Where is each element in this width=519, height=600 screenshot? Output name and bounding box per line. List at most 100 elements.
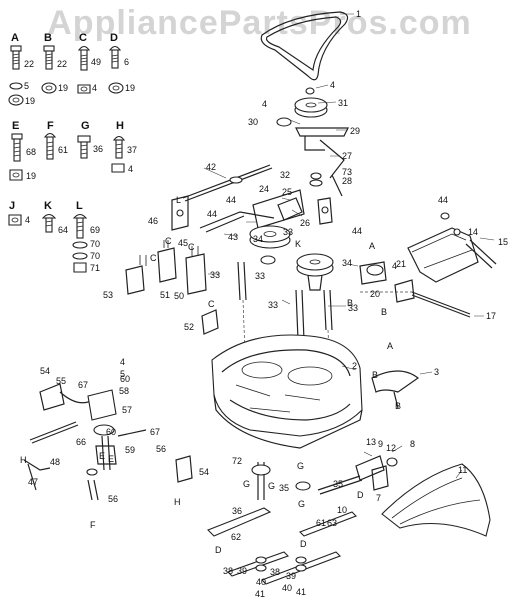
callout-number: 67 — [150, 427, 161, 437]
callout-number: 8 — [410, 439, 416, 449]
reference-letter: H — [174, 497, 181, 507]
callout-number: 26 — [300, 218, 311, 228]
callout-number: 5 — [120, 369, 126, 379]
callout-number: 54 — [40, 366, 51, 376]
hardware-letter-e: E — [12, 120, 20, 132]
callout-number: 4 — [262, 99, 268, 109]
callout-number: 66 — [76, 437, 87, 447]
callout-number: 60 — [120, 374, 131, 384]
hardware-letter-a: A — [11, 32, 19, 44]
callout-number: 36 — [232, 506, 243, 516]
reference-letter: G — [268, 481, 276, 491]
callout-number: 61 — [316, 518, 327, 528]
callout-number: 54 — [199, 467, 210, 477]
callout-number: 72 — [232, 456, 243, 466]
callout-number: 47 — [28, 477, 39, 487]
hardware-letter-j: J — [9, 200, 16, 212]
hardware-letter-d: D — [110, 32, 118, 44]
callout-number: 10 — [337, 505, 348, 515]
callout-number: 44 — [207, 209, 218, 219]
mower-deck-drawing — [211, 334, 363, 449]
callout-number: 57 — [122, 405, 133, 415]
callout-number: 44 — [438, 195, 449, 205]
reference-letter: C — [150, 253, 157, 263]
adjustment-rod-drawing — [360, 279, 471, 318]
bolt-icon-c — [77, 45, 91, 94]
part-number: 4 — [92, 83, 98, 93]
leader-lines — [203, 13, 495, 479]
belt-drawing — [260, 11, 349, 81]
callout-number: 58 — [119, 386, 130, 396]
callout-number: 9 — [378, 439, 384, 449]
bolt-icon-b — [41, 45, 57, 94]
callout-number: 63 — [327, 518, 338, 528]
part-number: 70 — [90, 251, 101, 261]
small-bracket-drawing — [125, 240, 219, 335]
reference-letter: C — [165, 236, 172, 246]
callout-number: 40 — [256, 577, 267, 587]
part-number: 36 — [93, 144, 104, 154]
hinge-bracket-drawing — [317, 455, 398, 495]
callout-number: 4 — [120, 357, 126, 367]
chute-deflector-drawing — [407, 212, 497, 283]
bolt-icon-l — [72, 213, 88, 273]
bolt-icon-k — [41, 213, 57, 233]
part-number: 61 — [58, 145, 69, 155]
callout-number: 28 — [342, 176, 353, 186]
callout-number: 56 — [156, 444, 167, 454]
callout-number: 33 — [283, 227, 294, 237]
callout-number: 25 — [282, 187, 293, 197]
part-number: 19 — [125, 83, 136, 93]
handle-drawing — [371, 370, 420, 409]
reference-letter: K — [295, 239, 302, 249]
callout-number: 31 — [338, 98, 349, 108]
callout-number: 42 — [206, 162, 217, 172]
callout-number: 11 — [458, 465, 468, 475]
spindle-pulley-drawing — [296, 253, 387, 291]
callout-number: 4 — [392, 261, 398, 271]
callout-number: 30 — [248, 117, 259, 127]
reference-letter: L — [176, 195, 182, 205]
callout-number: 7 — [376, 493, 382, 503]
callout-number: 39 — [286, 571, 297, 581]
callout-number: 59 — [125, 445, 136, 455]
part-number: 22 — [57, 59, 68, 69]
callout-number: 13 — [366, 437, 377, 447]
callout-number: 40 — [282, 583, 293, 593]
reference-letter: B — [395, 401, 402, 411]
callout-number: 27 — [342, 151, 353, 161]
hardware-letter-b: B — [44, 32, 52, 44]
bolt-icon-f — [43, 132, 57, 160]
hardware-letter-l: L — [76, 200, 83, 212]
pulley-assembly-drawing — [276, 87, 349, 197]
callout-number: 52 — [184, 322, 195, 332]
bolt-icon-g — [77, 135, 91, 159]
callout-number: 17 — [486, 311, 497, 321]
reference-letter: B — [347, 298, 354, 308]
callout-number: 73 — [342, 167, 353, 177]
bolt-icon-a — [8, 45, 24, 106]
reference-letter: G — [297, 461, 305, 471]
reference-letter: G — [298, 499, 306, 509]
part-number: 4 — [128, 164, 134, 174]
rod-drawing — [182, 164, 273, 202]
callout-number: 39 — [237, 566, 248, 576]
part-number: 19 — [26, 171, 37, 181]
callout-number: 24 — [259, 184, 270, 194]
reference-letter: B — [381, 307, 388, 317]
lift-linkage-drawing — [23, 383, 193, 501]
callout-number: 43 — [228, 232, 239, 242]
reference-letter: A — [369, 241, 376, 251]
callout-number: 48 — [50, 457, 61, 467]
callout-number: 15 — [498, 237, 509, 247]
callout-number: 33 — [348, 303, 359, 313]
part-number: 70 — [90, 239, 101, 249]
callout-number: 2 — [352, 361, 358, 371]
callout-number: 56 — [108, 494, 119, 504]
part-number: 6 — [124, 57, 130, 67]
reference-letter: B — [372, 370, 379, 380]
callout-number: 60 — [106, 427, 117, 437]
reference-letter: A — [387, 341, 394, 351]
callout-number: 32 — [280, 170, 291, 180]
callout-number: 34 — [342, 258, 353, 268]
